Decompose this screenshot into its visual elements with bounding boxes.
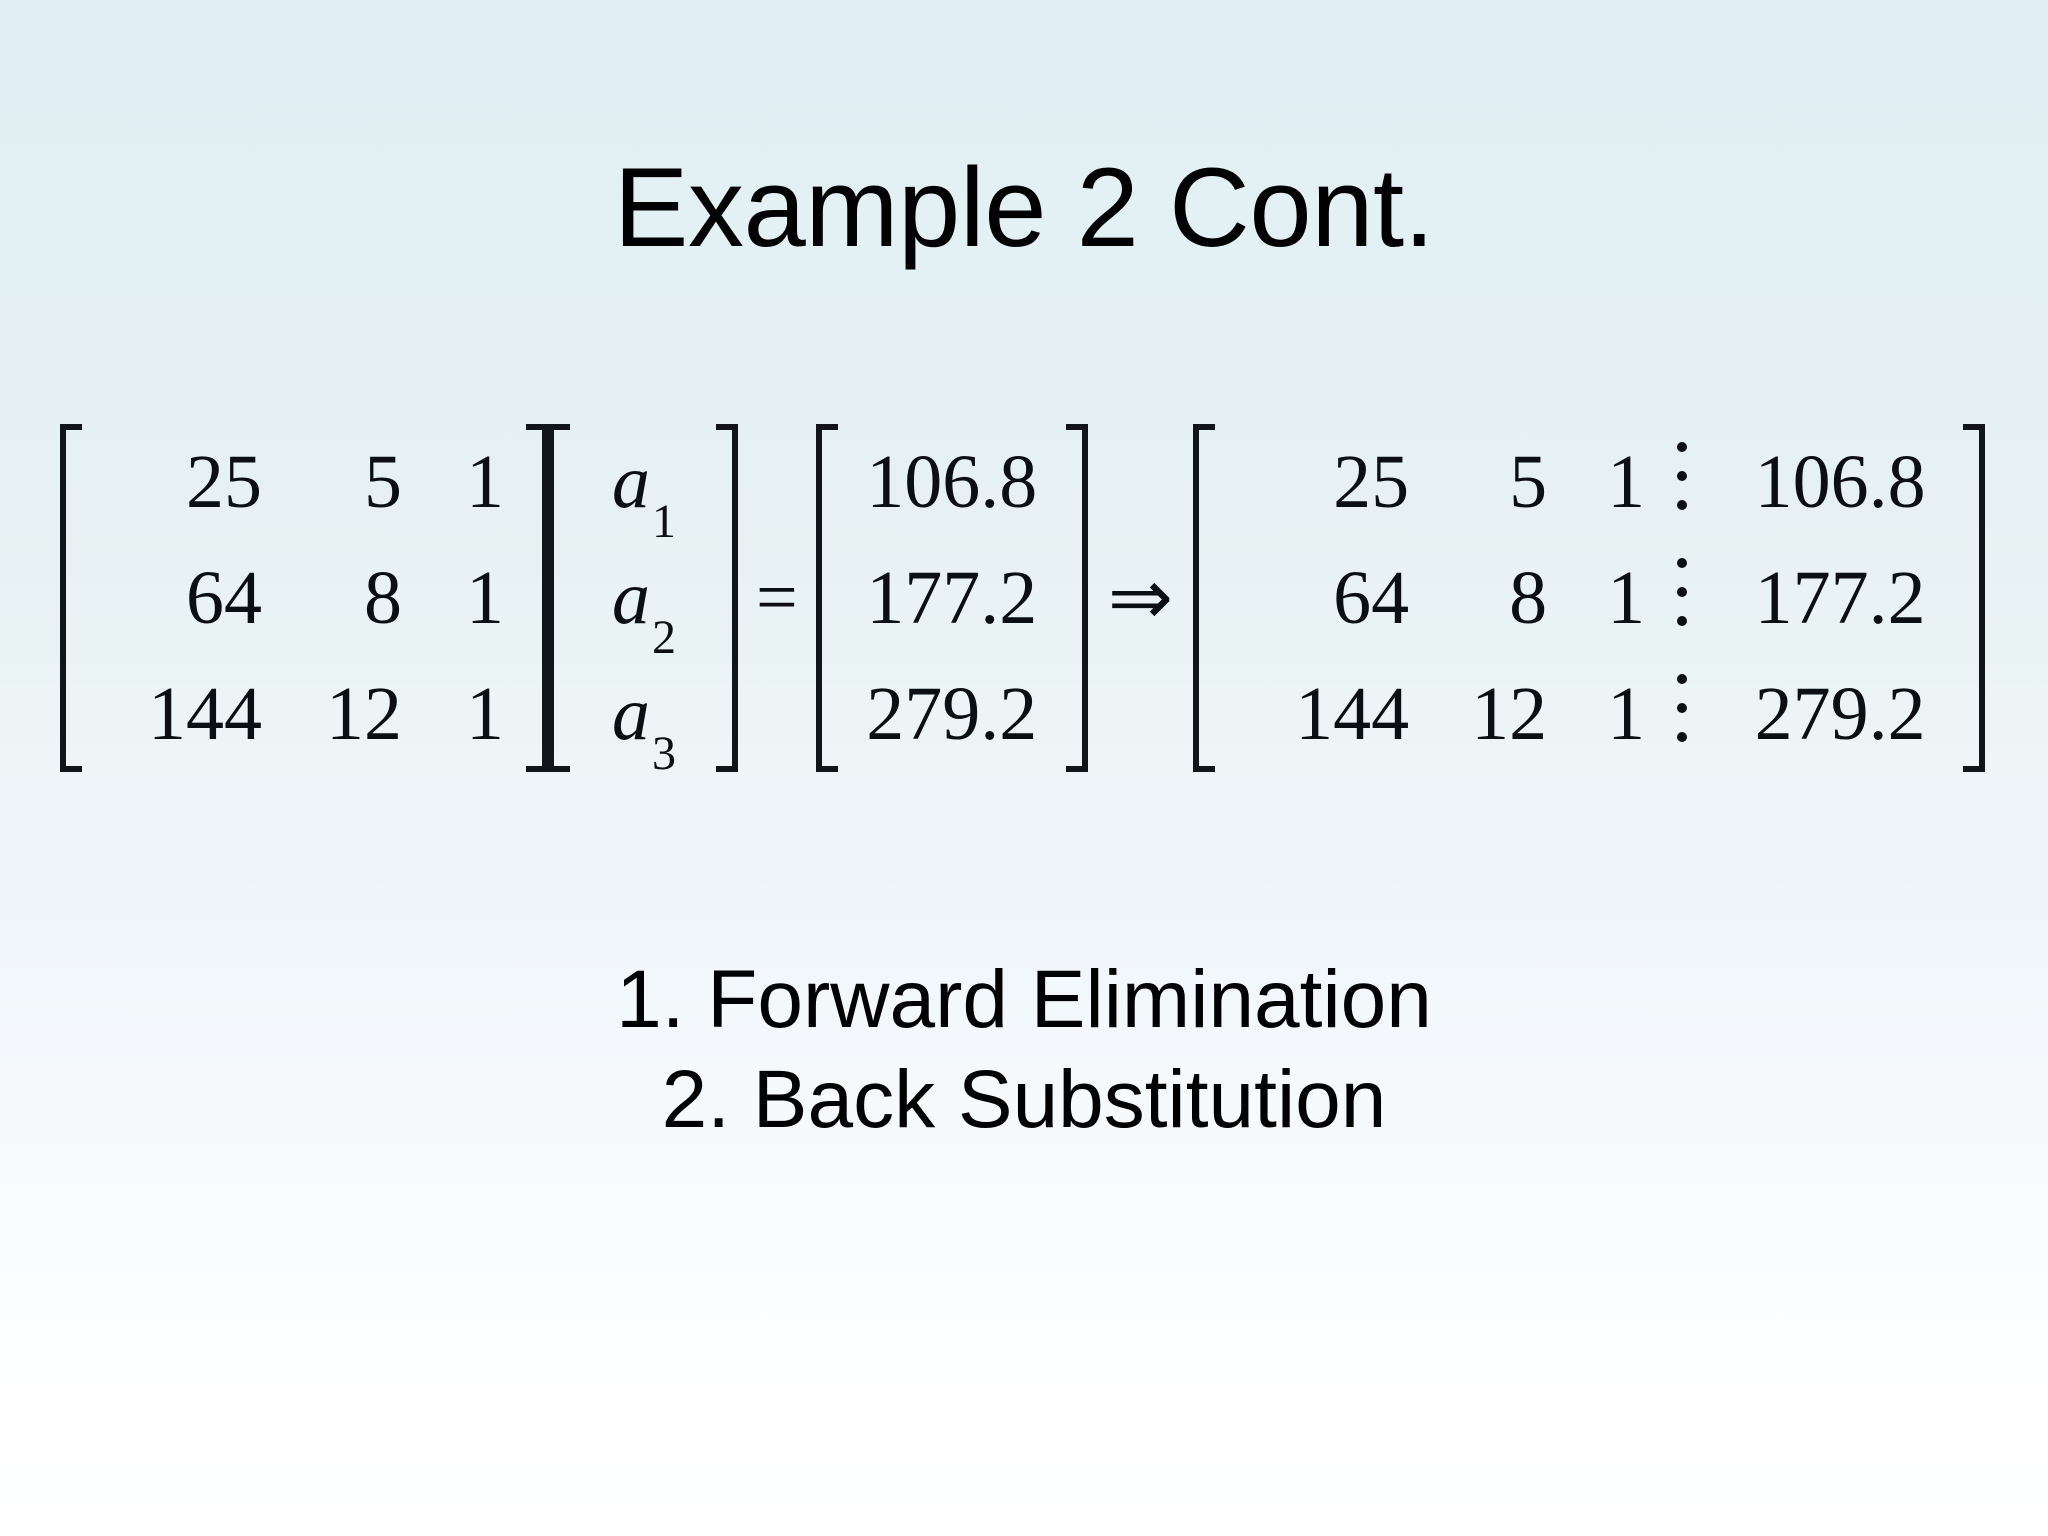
matrix-row: a3 (570, 656, 716, 778)
matrix-row: a2 (570, 540, 716, 662)
matrix-row: 177.2 (838, 540, 1066, 656)
matrix-cell: 1 (466, 440, 504, 524)
matrix-cell: 5 (1509, 440, 1548, 524)
matrix-cell: 12 (326, 672, 402, 756)
matrix-cell: 8 (1509, 556, 1548, 640)
equals-operator: = (756, 557, 798, 639)
matrix-cell: 144 (148, 672, 262, 756)
rhs-cell: 106.8 (866, 440, 1038, 524)
augmented-rhs-cell: 279.2 (1754, 672, 1926, 756)
augmented-matrix: 25 5 1 106.8 64 8 1 177.2 144 12 1 (1193, 424, 1986, 772)
matrix-row: 279.2 (838, 656, 1066, 772)
augmented-matrix-table: 25 5 1 106.8 64 8 1 177.2 144 12 1 (1215, 424, 1963, 772)
augmented-rhs-cell: 177.2 (1754, 556, 1926, 640)
matrix-row: 64 8 1 177.2 (1215, 540, 1963, 656)
variable-vector-table: a1 a2 a3 (570, 424, 716, 778)
matrix-row: 25 5 1 (82, 424, 526, 540)
vertical-ellipsis-icon (1645, 540, 1719, 656)
variable-base: a (612, 672, 650, 756)
bracket-right-icon (1963, 424, 1986, 772)
implies-operator: ⇒ (1107, 554, 1174, 641)
page-title: Example 2 Cont. (613, 145, 1435, 270)
variable-subscript: 2 (652, 611, 676, 665)
steps-list: 1. Forward Elimination 2. Back Substitut… (0, 950, 2048, 1150)
bracket-left-icon (815, 424, 838, 772)
matrix-cell: 5 (364, 440, 402, 524)
bracket-left-icon (548, 424, 570, 772)
variable-cell: a2 (570, 540, 716, 662)
matrix-row: 64 8 1 (82, 540, 526, 656)
matrix-row: 144 12 1 (82, 656, 526, 772)
bracket-right-icon (526, 424, 548, 772)
rhs-cell: 279.2 (866, 672, 1038, 756)
coefficient-matrix: 25 5 1 64 8 1 144 12 1 (60, 424, 548, 772)
vertical-ellipsis-icon (1645, 424, 1719, 540)
variable-base: a (612, 440, 650, 524)
matrix-cell: 1 (466, 672, 504, 756)
matrix-cell: 1 (1607, 672, 1646, 756)
bracket-right-icon (716, 424, 738, 772)
step-item-2: 2. Back Substitution (661, 1054, 1387, 1146)
matrix-cell: 64 (1333, 556, 1410, 640)
bracket-right-icon (1065, 424, 1088, 772)
rhs-vector: 106.8 177.2 279.2 (815, 424, 1088, 772)
matrix-equation: 25 5 1 64 8 1 144 12 1 (60, 408, 2020, 788)
variable-cell: a1 (570, 424, 716, 546)
variable-vector: a1 a2 a3 (548, 424, 738, 778)
variable-base: a (612, 556, 650, 640)
variable-subscript: 3 (652, 727, 676, 781)
matrix-cell: 1 (466, 556, 504, 640)
matrix-row: 25 5 1 106.8 (1215, 424, 1963, 540)
rhs-cell: 177.2 (866, 556, 1038, 640)
augmented-rhs-cell: 106.8 (1754, 440, 1926, 524)
matrix-row: 106.8 (838, 424, 1066, 540)
matrix-cell: 64 (186, 556, 262, 640)
matrix-cell: 144 (1295, 672, 1410, 756)
coefficient-matrix-table: 25 5 1 64 8 1 144 12 1 (82, 424, 526, 772)
matrix-row: 144 12 1 279.2 (1215, 656, 1963, 772)
matrix-cell: 25 (186, 440, 262, 524)
variable-cell: a3 (570, 656, 716, 778)
matrix-cell: 8 (364, 556, 402, 640)
bracket-left-icon (1193, 424, 1216, 772)
variable-subscript: 1 (652, 495, 676, 549)
vertical-ellipsis-icon (1645, 656, 1719, 772)
matrix-cell: 25 (1333, 440, 1410, 524)
matrix-cell: 1 (1607, 556, 1646, 640)
rhs-vector-table: 106.8 177.2 279.2 (838, 424, 1066, 772)
matrix-row: a1 (570, 424, 716, 546)
bracket-left-icon (60, 424, 82, 772)
matrix-cell: 1 (1607, 440, 1646, 524)
matrix-cell: 12 (1471, 672, 1548, 756)
step-item-1: 1. Forward Elimination (616, 954, 1432, 1045)
